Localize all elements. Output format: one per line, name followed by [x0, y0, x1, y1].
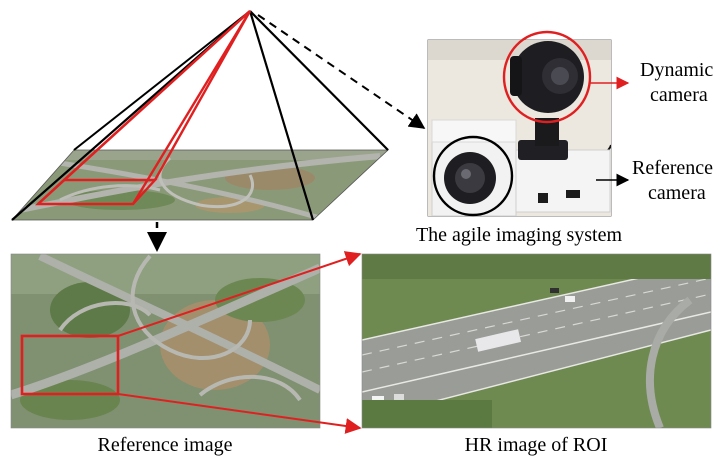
dynamic-camera-highlight [502, 30, 592, 124]
dynamic-camera-label-line2: camera [650, 84, 708, 106]
viewing-pyramid [11, 10, 426, 252]
reference-image-caption: Reference image [98, 434, 233, 456]
ground-plane-aerial [12, 150, 388, 220]
hr-image-caption: HR image of ROI [465, 434, 608, 456]
reference-camera-highlight [432, 135, 514, 217]
reference-camera-label-line2: camera [648, 182, 706, 204]
hr-roi-image [361, 253, 712, 429]
reference-image [10, 253, 321, 429]
arrow-icon [257, 14, 426, 129]
dynamic-camera-label-line1: Dynamic [640, 59, 713, 81]
reference-camera-label-line1: Reference [632, 157, 713, 179]
roi-box [20, 334, 120, 396]
system-caption: The agile imaging system [416, 224, 623, 246]
agile-imaging-system-photo [427, 30, 630, 217]
